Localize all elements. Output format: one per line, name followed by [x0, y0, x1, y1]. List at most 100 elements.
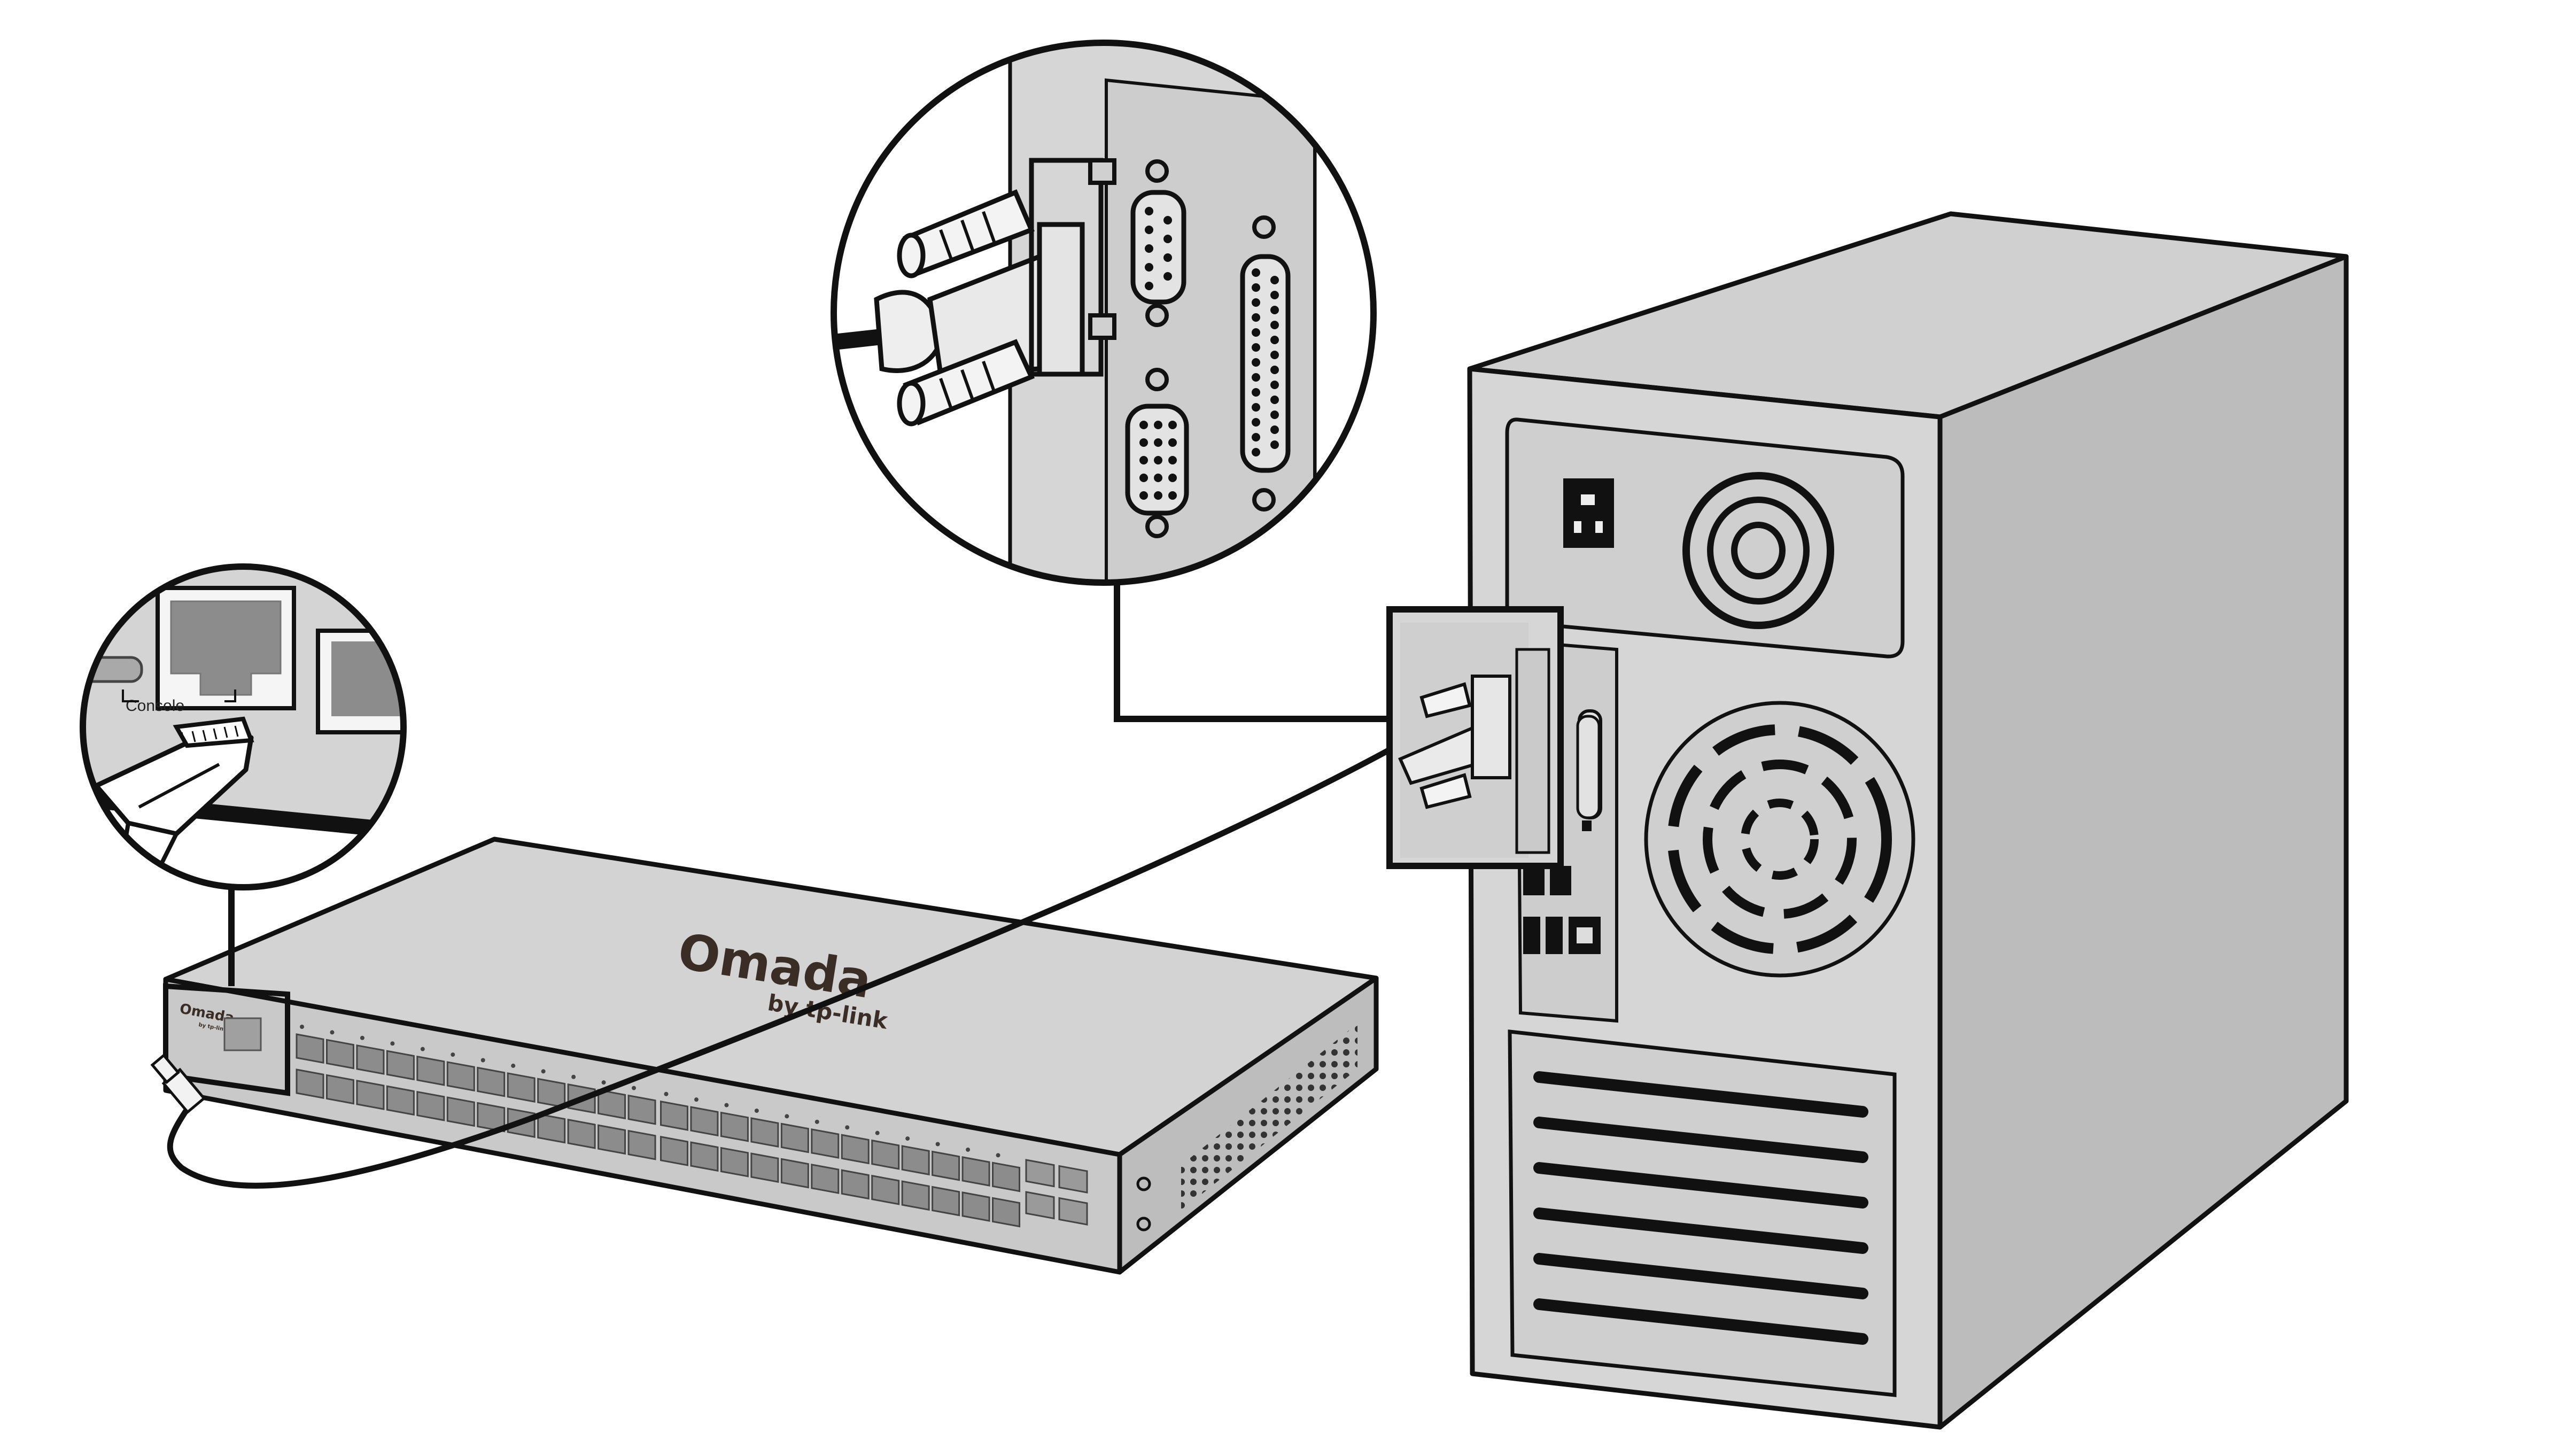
rj45-plug-icon	[150, 1053, 206, 1114]
switch-port	[690, 1106, 719, 1137]
switch-port	[507, 1072, 536, 1103]
connector-pin	[1252, 358, 1260, 367]
connector-pin	[1168, 438, 1177, 447]
port-led	[511, 1063, 516, 1068]
connector-pin	[1270, 291, 1279, 299]
switch-port	[720, 1147, 749, 1178]
connector-pin	[1270, 440, 1279, 449]
fan-grille-icon	[1644, 701, 1915, 978]
connector-pin	[1168, 456, 1177, 464]
switch-port	[841, 1134, 870, 1165]
switch-port	[871, 1174, 900, 1205]
switch-port	[477, 1102, 506, 1133]
port-led	[664, 1091, 669, 1096]
connector-pin	[1270, 336, 1279, 344]
port-led	[905, 1136, 910, 1141]
port-led	[814, 1119, 819, 1124]
db9-serial-connector-icon	[1398, 675, 1511, 809]
connector-pin	[1270, 306, 1279, 314]
port-led	[785, 1114, 789, 1119]
port-led	[845, 1125, 850, 1130]
switch-port	[296, 1068, 324, 1099]
switch-port	[537, 1078, 566, 1109]
sfp-port	[1058, 1197, 1088, 1226]
switch-port	[477, 1066, 506, 1097]
connector-pin	[1252, 283, 1260, 292]
switch-port	[811, 1164, 840, 1194]
connector-pin	[1252, 418, 1260, 427]
switch-port	[356, 1044, 385, 1075]
port-led	[360, 1035, 364, 1040]
switch-port	[780, 1158, 809, 1189]
switch-port	[720, 1111, 749, 1142]
switch-port	[537, 1113, 566, 1144]
switch-port	[446, 1096, 475, 1127]
console-port-zoom: Console	[80, 563, 407, 890]
switch-port	[416, 1090, 445, 1121]
connector-pin	[1163, 235, 1172, 243]
connector-pin	[1139, 438, 1148, 447]
switch-port	[325, 1039, 354, 1070]
port-led	[330, 1030, 335, 1035]
psu-fan-icon	[1682, 472, 1834, 629]
port-led	[420, 1047, 425, 1051]
switch-port	[416, 1055, 445, 1086]
switch-port	[871, 1139, 900, 1170]
connector-pin	[1163, 216, 1172, 224]
switch-port	[811, 1128, 840, 1159]
switch-port	[841, 1169, 870, 1200]
switch-port	[780, 1122, 809, 1153]
switch-port	[901, 1145, 930, 1176]
switch-vent-grille	[1181, 1024, 1357, 1211]
pc-serial-highlight	[1386, 606, 1601, 869]
connector-pin	[1139, 456, 1148, 464]
port-led	[724, 1103, 729, 1108]
port-led	[966, 1147, 971, 1152]
switch-port	[567, 1118, 596, 1149]
connector-pin	[1163, 272, 1172, 281]
sfp-port	[1025, 1159, 1055, 1188]
switch-port	[992, 1197, 1021, 1228]
connector-pin	[1145, 282, 1153, 290]
switch-port	[627, 1094, 656, 1125]
port-led	[451, 1052, 455, 1057]
switch-port	[627, 1129, 656, 1160]
console-label: Console	[126, 697, 184, 715]
db25-port	[1240, 254, 1291, 473]
port-led	[480, 1058, 485, 1063]
connector-pin	[1252, 328, 1260, 337]
switch-port	[690, 1141, 719, 1172]
connector-pin	[1252, 448, 1260, 456]
port-led	[694, 1097, 699, 1102]
db9-port	[1130, 190, 1186, 305]
switch-port	[386, 1050, 415, 1081]
switch-port	[296, 1033, 324, 1064]
connector-pin	[1270, 276, 1279, 284]
serial-port-zoom	[831, 40, 1377, 586]
connector-pin	[1252, 343, 1260, 352]
power-socket-icon	[1563, 478, 1614, 548]
connector-pin	[1252, 373, 1260, 382]
switch-port	[325, 1074, 354, 1105]
switch-port	[961, 1156, 990, 1187]
connector-pin	[1154, 438, 1162, 447]
connector-pin	[1252, 268, 1260, 277]
connector-pin	[1252, 433, 1260, 442]
connector-pin	[1168, 491, 1177, 500]
port-led	[632, 1086, 637, 1090]
switch-port	[750, 1117, 779, 1148]
connector-pin	[1163, 253, 1172, 262]
port-led	[300, 1025, 304, 1029]
connector-pin	[1154, 421, 1162, 429]
pc-side-face	[1937, 254, 2349, 1430]
switch-port	[446, 1061, 475, 1092]
console-port-highlight	[163, 983, 290, 1096]
port-led	[754, 1108, 759, 1113]
port-led	[996, 1153, 1000, 1158]
expansion-slots	[1533, 1071, 1868, 1345]
expansion-slot-panel	[1508, 1029, 1897, 1397]
switch-port	[961, 1191, 990, 1222]
rj45-plug-icon	[94, 716, 254, 869]
connector-pin	[1145, 244, 1153, 253]
